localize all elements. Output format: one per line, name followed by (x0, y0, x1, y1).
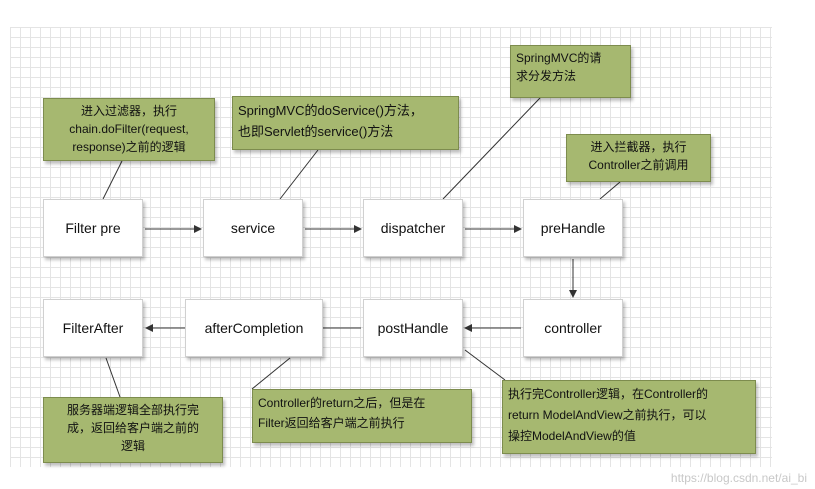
node-dispatcher: dispatcher (363, 199, 463, 257)
node-aftercompletion-label: afterCompletion (204, 320, 304, 336)
note-post-handle: 执行完Controller逻辑，在Controller的 return Mode… (502, 380, 756, 454)
callout-filter-after (105, 357, 121, 398)
node-service-label: service (230, 220, 276, 236)
note-filter-after: 服务器端逻辑全部执行完 成，返回给客户端之前的 逻辑 (43, 397, 223, 463)
note-after-completion: Controller的return之后，但是在 Filter返回给客户端之前执行 (252, 389, 472, 443)
note-prehandle: 进入拦截器，执行 Controller之前调用 (566, 134, 711, 182)
node-prehandle: preHandle (523, 199, 623, 257)
node-service: service (203, 199, 303, 257)
callout-after-completion (251, 357, 291, 390)
node-posthandle-label: postHandle (377, 320, 449, 336)
node-dispatcher-label: dispatcher (380, 220, 446, 236)
watermark: https://blog.csdn.net/ai_bi (670, 471, 807, 485)
callout-prehandle (599, 181, 621, 200)
callout-dispatcher (442, 97, 541, 200)
node-controller-label: controller (544, 320, 602, 336)
node-posthandle: postHandle (363, 299, 463, 357)
note-dispatcher: SpringMVC的请 求分发方法 (510, 45, 631, 98)
node-filterafter-label: FilterAfter (62, 320, 124, 336)
callout-filter-pre (102, 160, 123, 200)
note-service: SpringMVC的doService()方法， 也即Servlet的servi… (232, 96, 459, 150)
node-prehandle-label: preHandle (540, 220, 606, 236)
node-aftercompletion: afterCompletion (185, 299, 323, 357)
node-filter-pre-label: Filter pre (65, 220, 121, 236)
node-filterafter: FilterAfter (43, 299, 143, 357)
callout-post-handle (464, 349, 506, 381)
node-controller: controller (523, 299, 623, 357)
node-filter-pre: Filter pre (43, 199, 143, 257)
note-filter-pre: 进入过滤器，执行 chain.doFilter(request, respons… (43, 98, 215, 161)
callout-service (279, 149, 319, 200)
